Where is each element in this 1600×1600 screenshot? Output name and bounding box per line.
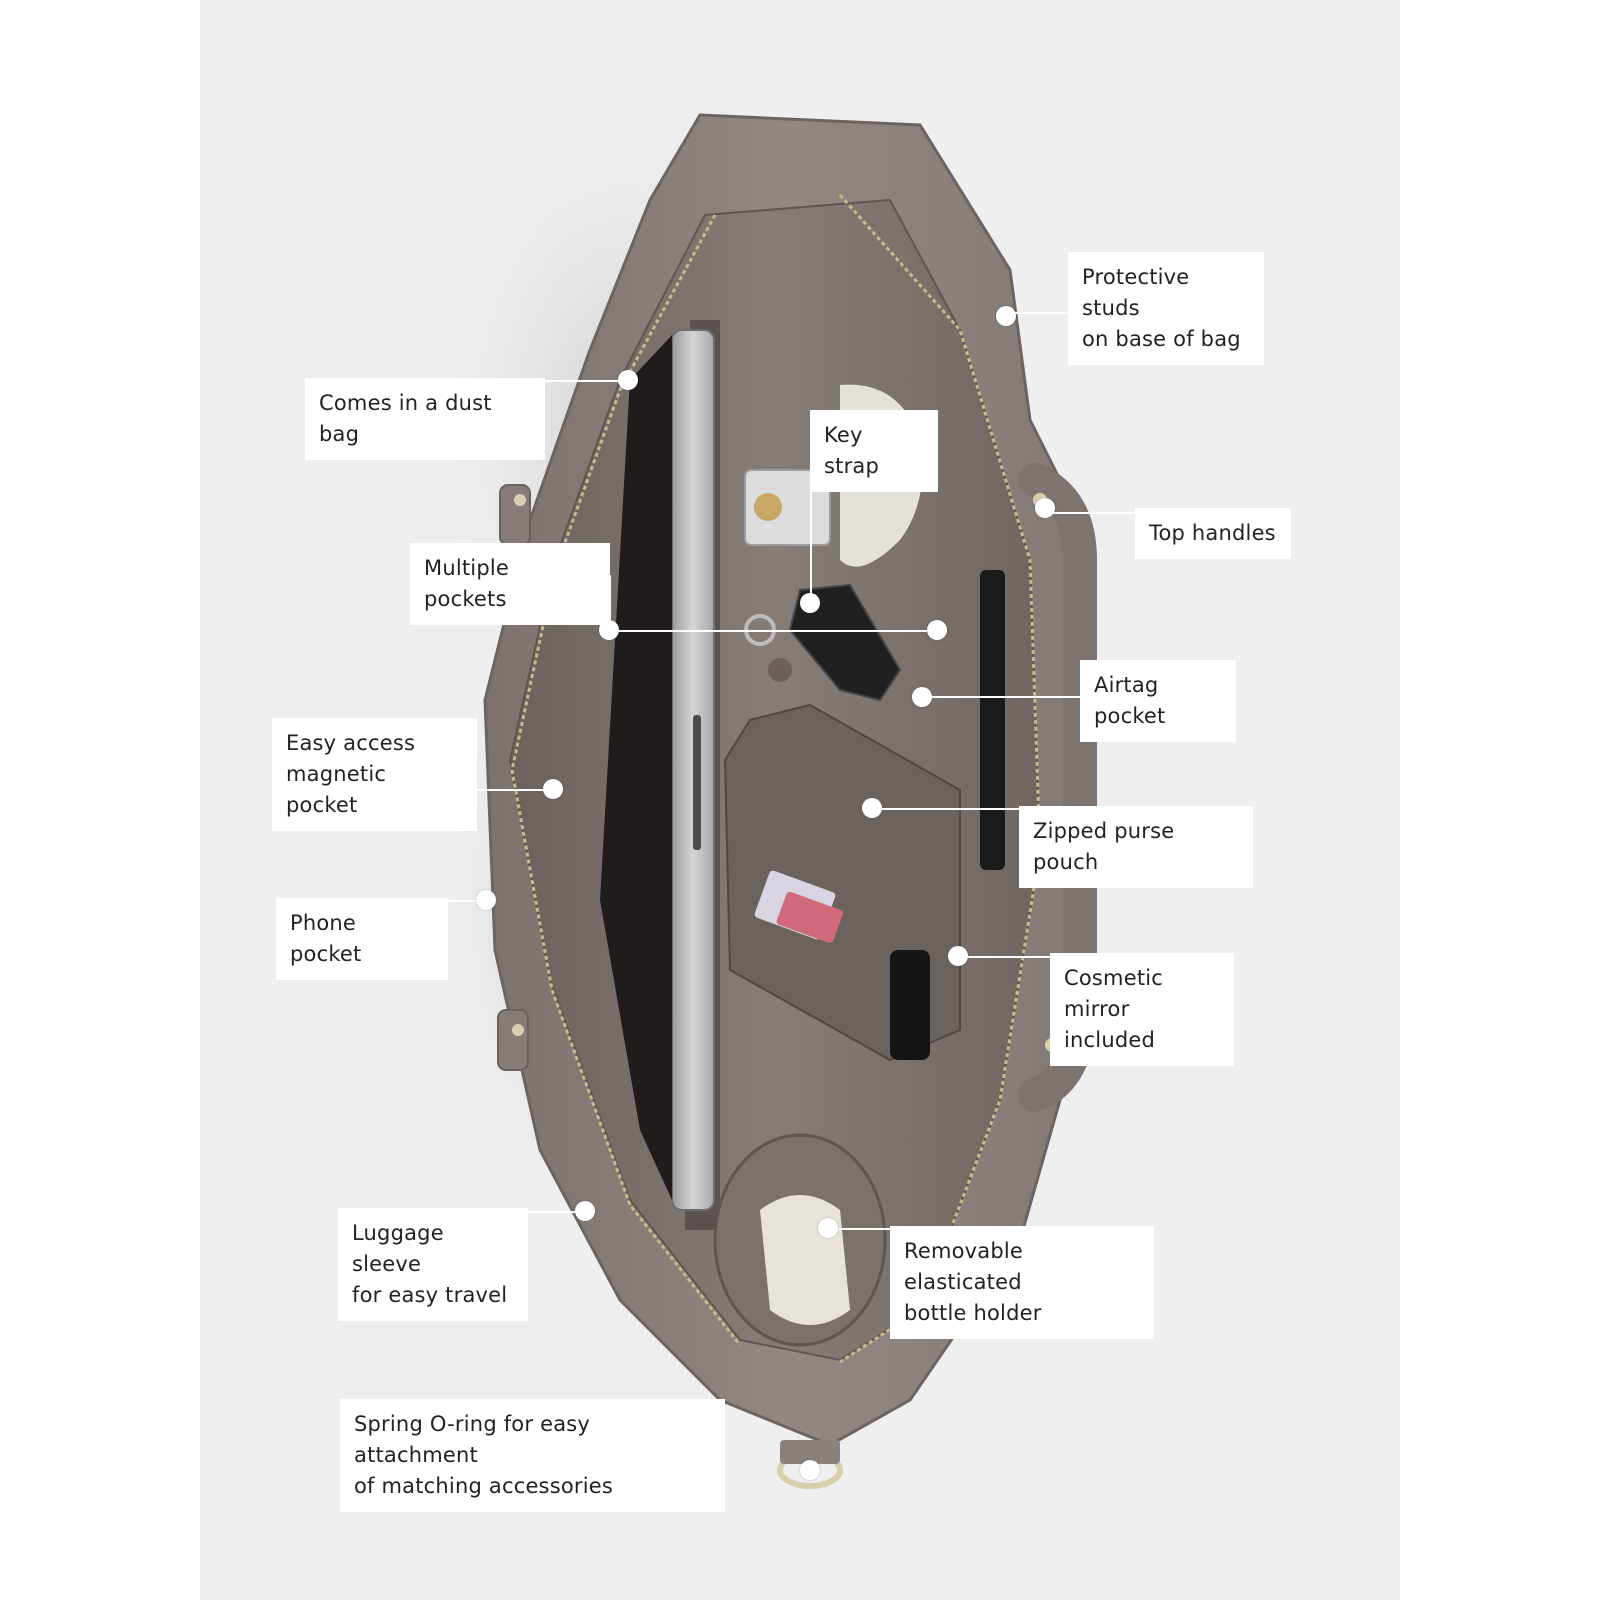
hotspot-luggage-sleeve[interactable] xyxy=(575,1201,595,1221)
connector-protective-studs xyxy=(1006,312,1068,314)
left-handle-tab-bottom xyxy=(497,1009,529,1071)
connector-magnetic-pocket xyxy=(475,789,553,791)
hotspot-cosmetic-mirror[interactable] xyxy=(948,946,968,966)
right-handle xyxy=(1018,463,1097,1112)
callout-zipped-purse-pouch: Zipped purse pouch xyxy=(1019,806,1253,888)
callout-magnetic-pocket: Easy access magnetic pocket xyxy=(272,718,477,831)
hotspot-airtag-pocket[interactable] xyxy=(912,687,932,707)
callout-dust-bag: Comes in a dust bag xyxy=(305,378,545,460)
hotspot-bottle-holder[interactable] xyxy=(818,1218,838,1238)
callout-phone-pocket: Phone pocket xyxy=(276,898,448,980)
hotspot-phone-pocket[interactable] xyxy=(476,890,496,910)
hotspot-protective-studs[interactable] xyxy=(996,306,1016,326)
product-photo: Protective studs on base of bag Comes in… xyxy=(200,0,1400,1600)
connector-multiple-pockets-h xyxy=(609,630,937,632)
hotspot-top-handles[interactable] xyxy=(1035,498,1055,518)
callout-bottle-holder: Removable elasticated bottle holder xyxy=(890,1226,1154,1339)
hotspot-spring-o-ring[interactable] xyxy=(800,1460,820,1480)
callout-airtag-pocket: Airtag pocket xyxy=(1080,660,1236,742)
connector-phone-pocket xyxy=(448,900,486,902)
hotspot-multiple-pockets-left[interactable] xyxy=(599,620,619,640)
hotspot-key-strap[interactable] xyxy=(800,593,820,613)
callout-luggage-sleeve: Luggage sleeve for easy travel xyxy=(338,1208,528,1321)
connector-airtag xyxy=(922,696,1080,698)
hotspot-dust-bag[interactable] xyxy=(618,370,638,390)
connector-key-strap xyxy=(810,445,812,600)
callout-top-handles: Top handles xyxy=(1135,508,1291,559)
hotspot-multiple-pockets-right[interactable] xyxy=(927,620,947,640)
connector-luggage-sleeve xyxy=(525,1211,585,1213)
hotspot-magnetic-pocket[interactable] xyxy=(543,779,563,799)
left-zipper xyxy=(510,214,742,1346)
left-handle-tab-top xyxy=(499,484,531,546)
cosmetic-mirror xyxy=(980,570,1005,870)
connector-zipped-purse xyxy=(872,808,1019,810)
phone xyxy=(890,950,930,1060)
callout-spring-o-ring: Spring O-ring for easy attachment of mat… xyxy=(340,1399,725,1512)
callout-key-strap: Key strap xyxy=(810,410,938,492)
connector-dust-bag xyxy=(535,380,627,382)
callout-multiple-pockets: Multiple pockets xyxy=(410,543,610,625)
callout-protective-studs: Protective studs on base of bag xyxy=(1068,252,1264,365)
connector-top-handles xyxy=(1045,512,1135,514)
connector-cosmetic-mirror xyxy=(958,956,1050,958)
hotspot-zipped-purse-pouch[interactable] xyxy=(862,798,882,818)
perfume-bottle xyxy=(744,469,831,546)
connector-bottle-holder xyxy=(828,1228,892,1230)
connector-multiple-pockets-v xyxy=(609,575,611,620)
callout-cosmetic-mirror: Cosmetic mirror included xyxy=(1050,953,1234,1066)
